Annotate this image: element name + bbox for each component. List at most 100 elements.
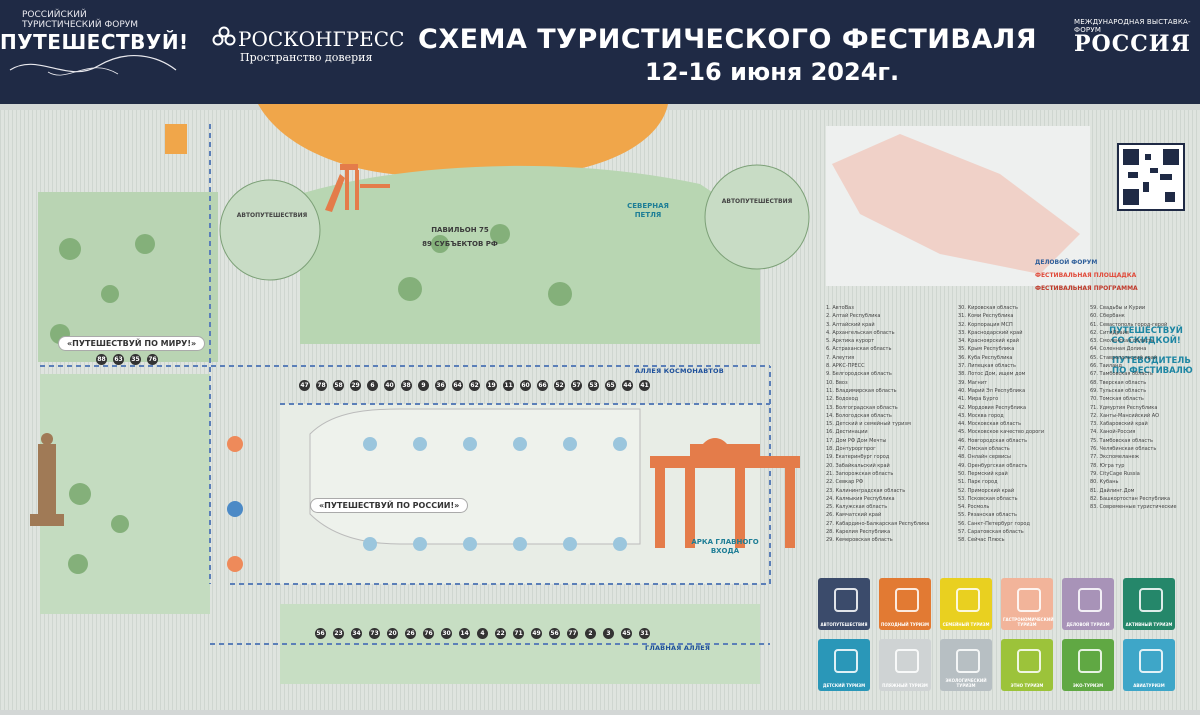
side-map-legend: ДЕЛОВОЙ ФОРУМ ФЕСТИВАЛЬНАЯ ПЛОЩАДКА ФЕСТ… [1035,259,1138,292]
main-arch-label: АРКА ГЛАВНОГО ВХОДА [691,538,759,555]
stand-number: 22 [495,628,506,639]
stand-number: 53 [588,380,599,391]
auto-trip-circle-2 [704,164,810,270]
region-item: 53. Псковская область [958,495,1018,502]
region-item: 49. Оренбургская область [958,462,1028,469]
north-loop-label: СЕВЕРНАЯ ПЕТЛЯ [627,202,669,219]
stand-number: 65 [605,380,616,391]
category-label: ДЕЛОВОЙ ТУРИЗМ [1066,622,1110,627]
region-item: 61. Севастополь город-герой [1090,321,1168,328]
map-graphic [0,104,1200,715]
header-banner: РОССИЙСКИЙ ТУРИСТИЧЕСКИЙ ФОРУМ ПУТЕШЕСТВ… [0,0,1200,104]
central-park-area [300,165,760,344]
region-item: 5. Арктика курорт [826,338,875,345]
region-item: 44. Московская область [958,421,1022,428]
trees-decoration [50,224,572,574]
region-item: 54. Росмоль [958,504,990,511]
region-item: 57. Саратовская область [958,529,1024,536]
category-tile: ЭТНО ТУРИЗМ [1001,639,1053,691]
region-item: 18. Донтуроргпрог [826,446,876,453]
region-item: 4. Архангельская область [826,329,895,336]
stand-number: 77 [567,628,578,639]
fountains-decoration [363,437,627,551]
page-title: СХЕМА ТУРИСТИЧЕСКОГО ФЕСТИВАЛЯ [418,24,1038,55]
alley-cosmonauts-label: АЛЛЕЯ КОСМОНАВТОВ [635,367,724,375]
region-item: 33. Краснодарский край [958,329,1023,336]
stand-number: 57 [571,380,582,391]
stand-number: 45 [621,628,632,639]
category-label: ПЛЯЖНЫЙ ТУРИЗМ [882,683,928,688]
stand-number: 30 [441,628,452,639]
category-label: ЭКОЛОГИЧЕСКИЙ ТУРИЗМ [945,678,987,688]
region-item: 22. Севкар РФ [826,479,864,486]
roscongress-name: РОСКОНГРЕСС [238,27,405,51]
stand-number: 52 [554,380,565,391]
stand-number: 29 [350,380,361,391]
region-item: 1. АвтоВаз [826,305,854,311]
region-item: 7. Алеутия [826,354,855,361]
region-item: 6. Астраханская область [826,346,892,353]
category-icon [956,588,980,612]
region-item: 50. Пермский край [958,470,1008,477]
region-item: 77. Экспомеланеж [1090,454,1140,461]
stand-number: 78 [316,380,327,391]
category-icon [895,649,919,673]
zone-world-label: «ПУТЕШЕСТВУЙ ПО МИРУ!» [58,336,206,351]
region-item: 82. Башкортостан Республика [1090,495,1171,502]
category-label: АВИАТУРИЗМ [1133,683,1165,688]
category-tile: ГАСТРОНОМИЧЕСКИЙ ТУРИЗМ [1001,578,1054,630]
region-item: 31. Коми Республика [958,313,1014,320]
region-item: 34. Красноярский край [958,338,1019,345]
category-icon [956,649,980,673]
region-item: 41. Мира Бурго [958,396,999,403]
region-item: 42. Мордовия Республика [958,404,1027,411]
category-tile: ЭКОЛОГИЧЕСКИЙ ТУРИЗМ [940,639,992,691]
region-item: 27. Кабардино-Балкарская Республика [826,520,930,527]
category-label: ЭКО-ТУРИЗМ [1072,683,1104,688]
category-tile: АВИАТУРИЗМ [1123,639,1175,691]
region-item: 39. Магнит [958,379,987,386]
region-item: 45. Московское качество дороги [958,429,1045,436]
region-item: 72. Ханты-Мансийский АО [1090,412,1160,419]
stand-number: 66 [537,380,548,391]
region-item: 28. Карелия Республика [826,529,891,536]
region-item: 66. Таиланд [1090,363,1122,370]
category-icon [1017,649,1041,673]
auto-trip-circle-1 [219,179,321,281]
region-item: 68. Тверская область [1090,379,1147,386]
region-item: 9. Белгородская область [826,371,892,378]
stand-number: 63 [113,354,124,365]
region-item: 52. Приморский край [958,487,1015,494]
region-item: 26. Камчатский край [826,512,882,519]
region-item: 76. Челябинская область [1090,446,1157,453]
forum-small-caption: РОССИЙСКИЙ ТУРИСТИЧЕСКИЙ ФОРУМ [22,10,139,30]
category-label: ЭТНО ТУРИЗМ [1010,683,1044,688]
region-item: 56. Санкт-Петербург город [958,520,1030,527]
region-item: 62. СитиДрайв [1090,329,1129,336]
auto-trip-label-1: АВТОПУТЕШЕСТВИЯ [236,212,308,219]
region-item: 58. Сейчас Плюсь [958,537,1005,544]
side-map-buildings [832,134,1080,274]
region-item: 23. Калининградская область [826,487,906,494]
stand-number: 19 [486,380,497,391]
region-item: 37. Липецкая область [958,363,1016,370]
region-item: 38. Лотос Дом, ищем дом [958,371,1026,378]
guide-caption: ПУТЕВОДИТЕЛЬ ПО ФЕСТИВАЛЮ [1112,356,1193,376]
region-item: 47. Омская область [958,446,1010,453]
region-item: 8. АРКС-ПРЕСС [826,363,865,370]
region-item: 40. Марий Эл Республика [958,387,1026,394]
stand-number: 76 [147,354,158,365]
category-icon [834,588,858,612]
stand-number: 20 [387,628,398,639]
region-item: 13. Волгоградская область [826,404,898,411]
stand-number: 40 [384,380,395,391]
region-item: 35. Крым Республика [958,346,1015,353]
region-item: 70. Томская область [1090,396,1144,403]
region-item: 63. Смоленская область [1090,338,1154,345]
discount-caption: ПУТЕШЕСТВУЙ СО СКИДКОЙ! [1109,326,1183,346]
region-item: 69. Тульская область [1090,387,1147,394]
region-item: 64. Соленная Долина [1090,346,1147,353]
zone-russia-label: «ПУТЕШЕСТВУЙ ПО РОССИИ!» [310,498,469,513]
